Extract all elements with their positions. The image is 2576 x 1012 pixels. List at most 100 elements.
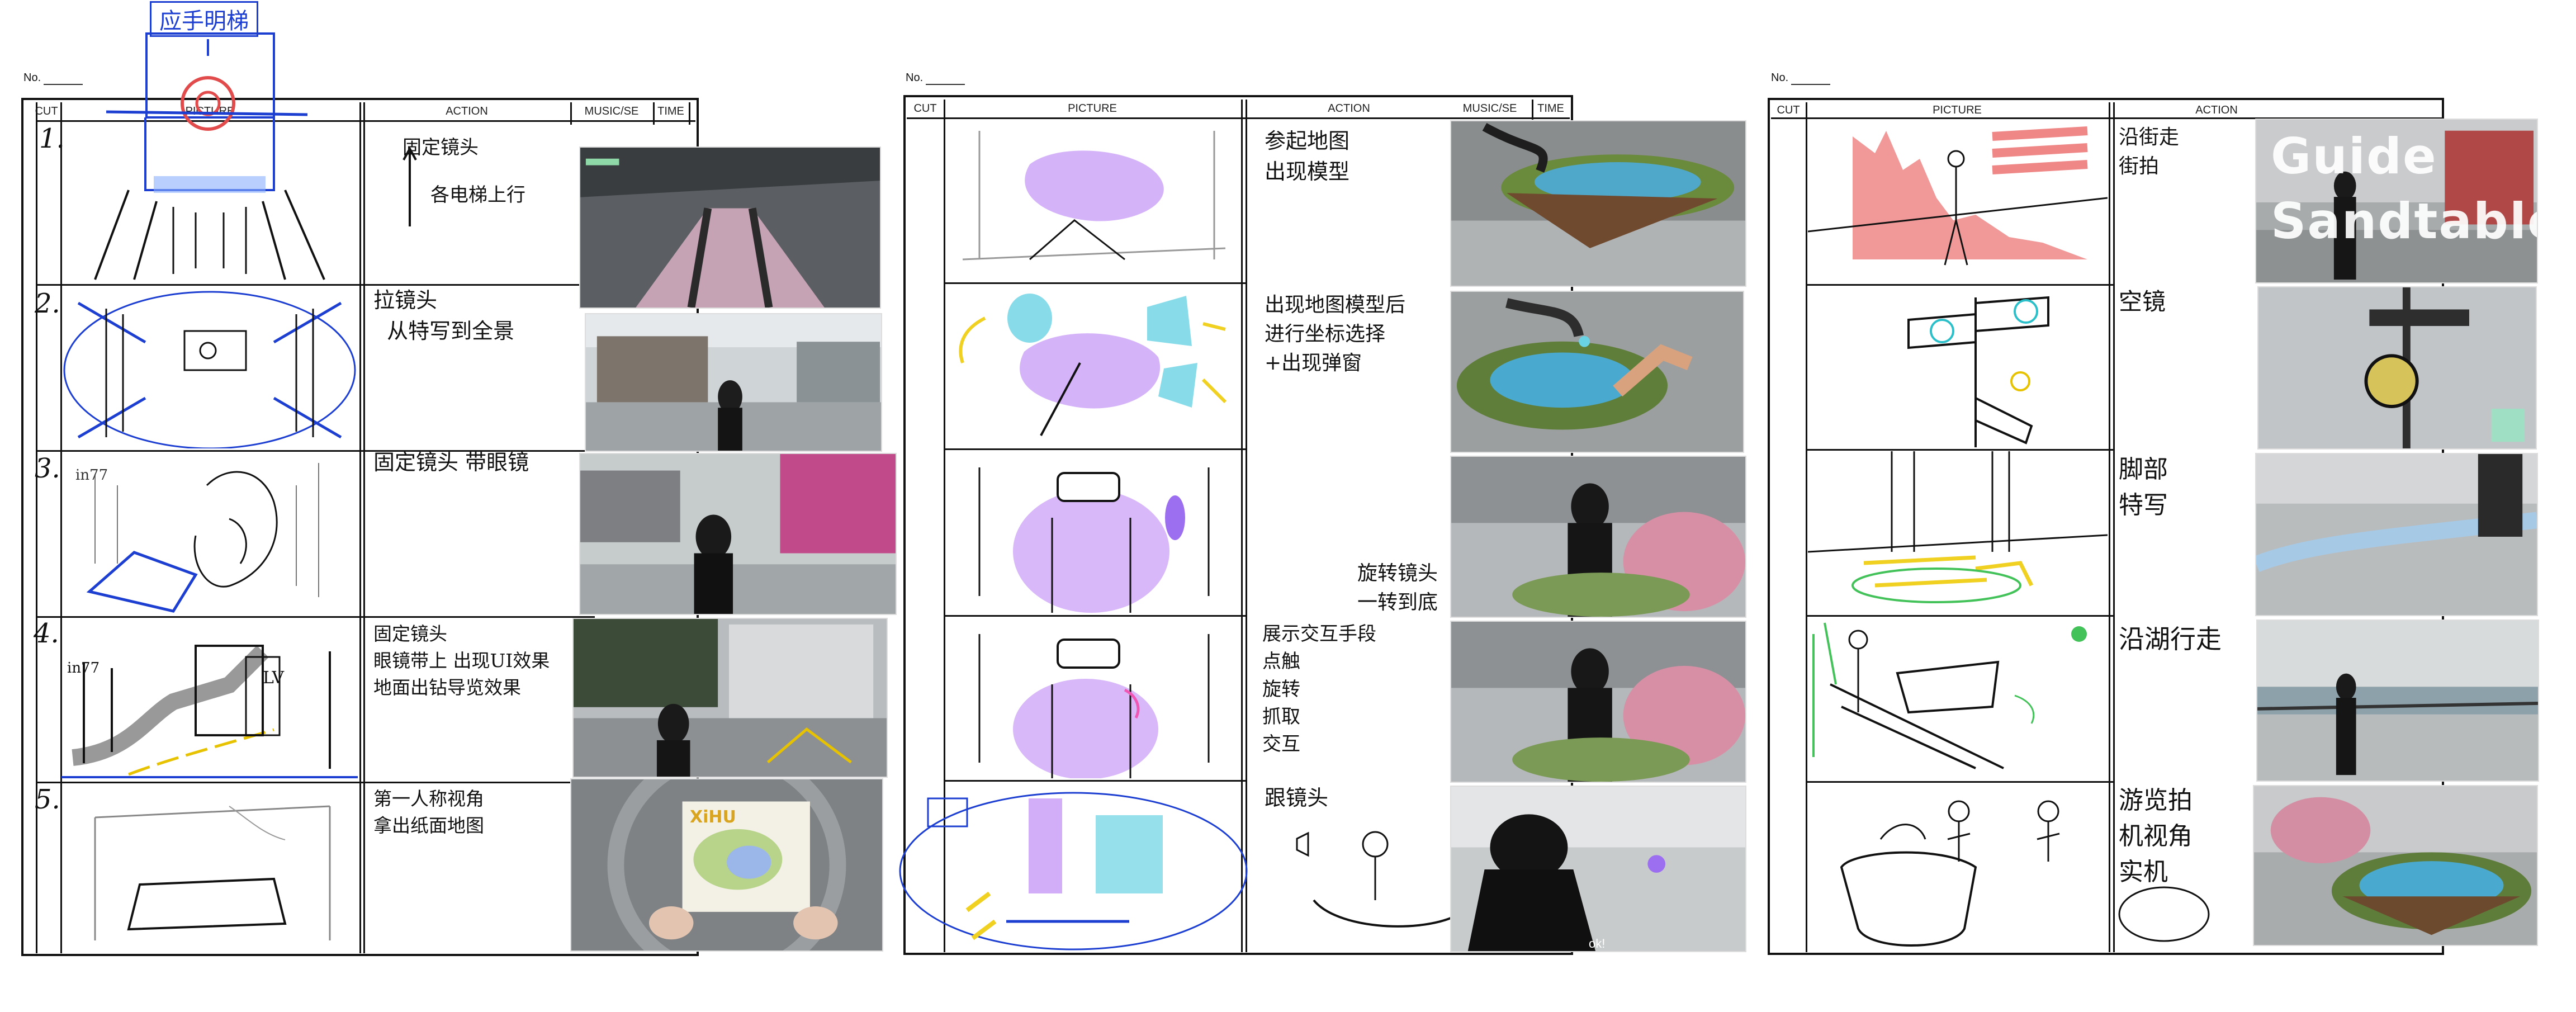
- sheet1-rule: [359, 102, 361, 953]
- sheet1-rule: [36, 450, 595, 452]
- sheet1-action-5a: 第一人称视角: [373, 788, 484, 810]
- sheet1-sketch-escalator: [61, 22, 358, 282]
- sheet2-col-cut: CUT: [913, 102, 937, 115]
- sheet2-col-time: TIME: [1537, 102, 1564, 115]
- photo-sign: [2257, 286, 2537, 450]
- sheet1-rule: [36, 120, 695, 122]
- sheet3-sketch-walk: [1808, 120, 2108, 282]
- sheet1-rule: [653, 102, 655, 125]
- sheet1-rule: [36, 284, 595, 286]
- sheet3-no-line: [1791, 84, 1830, 85]
- sheet2-rule: [944, 615, 1246, 617]
- sheet2-action-3a: 旋转镜头: [1357, 562, 1438, 585]
- photo-street-girl: [585, 313, 882, 452]
- sheet2-sketch-select: [946, 285, 1240, 447]
- sheet1-action-1a: 固定镜头: [402, 136, 479, 159]
- photo-ar-sandtable: [2253, 785, 2538, 946]
- sheet2-action-4c: 旋转: [1262, 678, 1300, 701]
- sheet1-cut-number: 2.: [35, 288, 60, 319]
- sheet2-no-label: No.: [906, 72, 924, 84]
- sheet1-action-4c: 地面出钻导览效果: [373, 676, 521, 698]
- sheet1-action-2a: 拉镜头: [373, 288, 438, 313]
- sheet3-col-cut: CUT: [1777, 104, 1800, 116]
- photo-follow-girl: ok!: [1450, 786, 1746, 952]
- sheet2-rule: [944, 282, 1246, 284]
- photo-mall-ar: [572, 618, 888, 778]
- sheet1-rule: [570, 102, 572, 125]
- map-card-title: XiHU: [690, 807, 736, 827]
- sheet3-rule: [2109, 102, 2110, 952]
- sheet3-rule: [1806, 781, 2114, 783]
- sheet1-rule: [36, 616, 595, 618]
- sheet3-action-1: 沿街走 街拍: [2119, 123, 2179, 181]
- photo-guide-sandtable: Guide Sandtable: [2255, 119, 2538, 283]
- sheet3-action-3b: 特写: [2119, 490, 2168, 519]
- sheet3-sketch-lake: [1808, 617, 2108, 779]
- sheet2-camera-path-sketch: [1296, 831, 1454, 928]
- sheet3-action-1a: 沿街走: [2119, 126, 2180, 149]
- sheet1-action-5b: 拿出纸面地图: [373, 814, 484, 836]
- sheet2-sketch-vr-interact: [946, 617, 1240, 778]
- sheet2-sketch-vr-user: [946, 451, 1240, 614]
- sheet3-action-3a: 脚部: [2119, 455, 2168, 484]
- sheet2-action-4e: 交互: [1262, 733, 1300, 756]
- sheet3-action-5b: 机视角: [2119, 821, 2193, 850]
- sheet1-action-3: 固定镜头 带眼镜: [373, 450, 529, 475]
- sheet1-sketch-street: [61, 618, 358, 780]
- photo-gesture-1: [1450, 456, 1746, 618]
- sheet1-col-action: ACTION: [446, 105, 488, 117]
- sheet2-rule: [907, 117, 1570, 119]
- sheet3-sketch-tour: [1808, 783, 2108, 951]
- sheet2-rule: [1532, 100, 1533, 120]
- sheet3-action-1b: 街拍: [2119, 155, 2160, 178]
- sheet1-cut-number: 3.: [35, 453, 60, 484]
- sheet1-action-4: 固定镜头 眼镜带上 出现UI效果 地面出钻导览效果: [373, 621, 550, 701]
- sheet2-col-music: MUSIC/SE: [1462, 102, 1517, 115]
- sheet1-no-line: [44, 84, 83, 85]
- sheet1-cut-number: 5.: [35, 784, 60, 815]
- sheet3-rule: [1806, 615, 2114, 617]
- sheet3-action-4: 沿湖行走: [2119, 624, 2222, 654]
- photo-caption: ok!: [1589, 937, 1606, 950]
- sheet1-rule: [363, 102, 365, 953]
- sheet2-action-2b: 进行坐标选择: [1265, 323, 1386, 346]
- sheet1-top-title: 应手明梯: [150, 1, 258, 37]
- sheet3-rule: [1771, 117, 2442, 119]
- sheet1-sketch-label: in77: [75, 467, 108, 484]
- sheet1-cut-number: 4.: [34, 618, 59, 649]
- sheet2-action-3b: 一转到底: [1357, 591, 1438, 614]
- sheet2-action-5: 跟镜头: [1265, 786, 1329, 810]
- sheet2-col-action: ACTION: [1328, 102, 1370, 115]
- sheet2-action-4d: 抓取: [1262, 705, 1300, 728]
- photo-map-select: [1450, 291, 1744, 453]
- sheet1-action-5: 第一人称视角 拿出纸面地图: [373, 786, 484, 839]
- sheet2-action-3: 旋转镜头 一转到底: [1357, 559, 1438, 617]
- sheet2-rule: [944, 780, 1246, 782]
- sheet2-action-4: 展示交互手段 点触 旋转 抓取 交互: [1262, 621, 1376, 758]
- sheet2-action-2a: 出现地图模型后: [1265, 294, 1406, 316]
- sheet2-rule: [944, 100, 945, 952]
- sheet3-action-2: 空镜: [2119, 288, 2166, 315]
- sheet2-rule: [944, 448, 1246, 450]
- sheet2-action-2: 出现地图模型后 进行坐标选择 +出现弹窗: [1265, 291, 1405, 379]
- sheet1-col-cut: CUT: [35, 105, 58, 117]
- sheet2-action-2c: +出现弹窗: [1265, 352, 1362, 375]
- sheet1-rule: [60, 102, 62, 953]
- up-arrow-icon: [402, 146, 417, 226]
- sheet1-cut-number: 1.: [39, 123, 65, 154]
- sheet3-sketch-feet: [1808, 451, 2108, 613]
- sheet1-action-1b: 各电梯上行: [430, 184, 525, 206]
- sheet2-rule: [1246, 100, 1247, 952]
- sheet2-no-line: [926, 84, 965, 85]
- sheet1-col-time: TIME: [657, 105, 684, 117]
- photo-paper-map: XiHU: [570, 778, 883, 952]
- sheet1-sketch-label: LV: [263, 668, 285, 688]
- sheet1-action-4b: 眼镜带上 出现UI效果: [373, 649, 550, 671]
- sheet1-sketch-glasses: [61, 452, 358, 615]
- sheet1-rule: [36, 102, 37, 953]
- sheet3-rule: [2113, 102, 2115, 952]
- sheet2-action-4b: 点触: [1262, 650, 1300, 673]
- sheet3-col-action: ACTION: [2195, 104, 2238, 116]
- sheet3-no-label: No.: [1771, 72, 1789, 84]
- sheet1-sketch-zoom: [61, 286, 358, 448]
